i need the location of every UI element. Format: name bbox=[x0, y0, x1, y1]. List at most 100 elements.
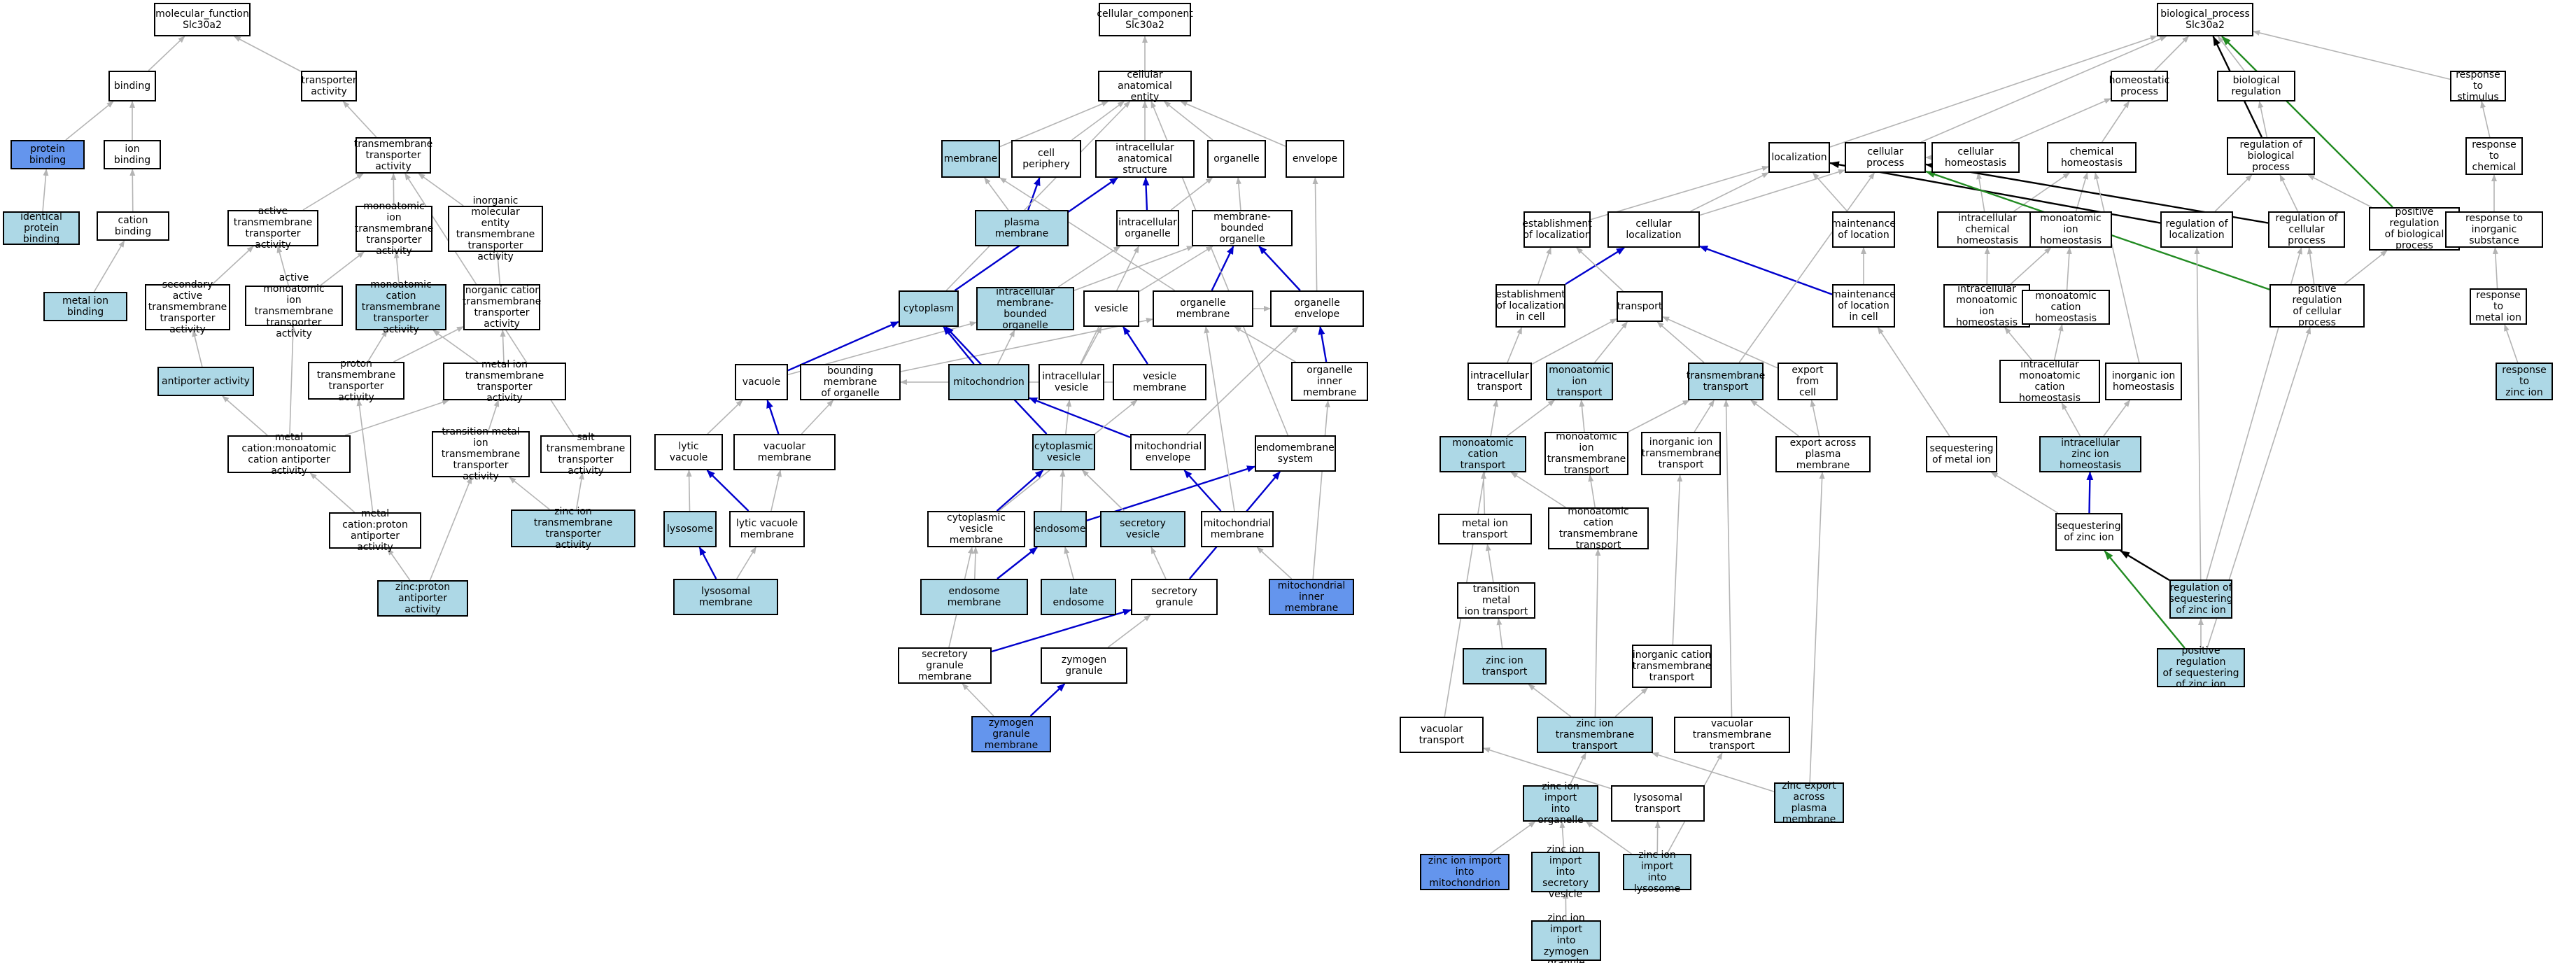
go-term-resp-inorg[interactable]: response to inorganic substance bbox=[2445, 211, 2543, 248]
go-term-bound-mem[interactable]: bounding membrane of organelle bbox=[800, 364, 901, 400]
go-term-mito-env[interactable]: mitochondrial envelope bbox=[1130, 434, 1206, 470]
go-term-lytic-vac-mem[interactable]: lytic vacuole membrane bbox=[729, 511, 805, 547]
go-term-resp-zinc[interactable]: response to zinc ion bbox=[2496, 363, 2553, 400]
go-term-plasma-mem[interactable]: plasma membrane bbox=[975, 210, 1069, 246]
go-term-mitochondrion[interactable]: mitochondrion bbox=[948, 364, 1029, 400]
go-term-secretory-gran[interactable]: secretory granule bbox=[1131, 579, 1218, 615]
go-term-monoat-ion-transp[interactable]: monoatomic ion transport bbox=[1546, 363, 1613, 400]
go-term-intra-vesicle[interactable]: intracellular vesicle bbox=[1039, 364, 1104, 400]
go-term-cell-loc[interactable]: cellular localization bbox=[1607, 211, 1700, 248]
go-term-lyso-transport[interactable]: lysosomal transport bbox=[1611, 785, 1705, 822]
go-term-monoat-cat-homeo[interactable]: monoatomic cation homeostasis bbox=[2022, 290, 2110, 325]
go-term-zinc-import-zym[interactable]: zinc ion import into zymogen granule bbox=[1531, 913, 1601, 963]
go-term-vesicle[interactable]: vesicle bbox=[1083, 290, 1139, 327]
go-term-zinc-tm-transport[interactable]: zinc ion transmembrane transport bbox=[1537, 717, 1653, 753]
go-term-secretory-ves[interactable]: secretory vesicle bbox=[1100, 511, 1185, 547]
go-term-export-cell[interactable]: export from cell bbox=[1778, 363, 1838, 400]
go-term-prot-bind[interactable]: protein binding bbox=[10, 140, 85, 169]
go-term-intra-zinc-homeo[interactable]: intracellular zinc ion homeostasis bbox=[2039, 436, 2141, 472]
go-term-endosome-mem[interactable]: endosome membrane bbox=[920, 579, 1028, 615]
go-term-zinc-import-lyso[interactable]: zinc ion import into lysosome bbox=[1623, 850, 1691, 894]
go-term-cae[interactable]: cellular anatomical entity bbox=[1098, 69, 1192, 103]
go-term-endomem[interactable]: endomembrane system bbox=[1255, 435, 1336, 472]
go-term-cell-periph[interactable]: cell periphery bbox=[1011, 140, 1081, 178]
go-term-maint-loc-cell[interactable]: maintenance of location in cell bbox=[1831, 284, 1896, 328]
go-term-zinc-export-pm[interactable]: zinc export across plasma membrane bbox=[1774, 780, 1844, 825]
go-term-org-mem[interactable]: organelle membrane bbox=[1153, 290, 1253, 327]
go-term-salt-tm[interactable]: salt transmembrane transporter activity bbox=[540, 432, 631, 477]
go-term-trans-metal-transp[interactable]: transition metal ion transport bbox=[1457, 582, 1535, 619]
go-term-inorg-ion-tm-transp[interactable]: inorganic ion transmembrane transport bbox=[1641, 432, 1721, 475]
go-term-zinc-proton[interactable]: zinc:proton antiporter activity bbox=[377, 580, 468, 617]
go-term-membrane[interactable]: membrane bbox=[941, 140, 1000, 178]
go-term-ion-bind[interactable]: ion binding bbox=[104, 140, 161, 169]
go-term-zinc-transp[interactable]: zinc ion transport bbox=[1463, 648, 1547, 684]
go-term-zinc-tm-act[interactable]: zinc ion transmembrane transporter activ… bbox=[511, 506, 635, 551]
go-term-monoat-cat-transp[interactable]: monoatomic cation transport bbox=[1440, 436, 1526, 472]
go-term-est-loc[interactable]: establishment of localization bbox=[1522, 211, 1592, 248]
go-term-resp-metal[interactable]: response to metal ion bbox=[2470, 288, 2527, 325]
go-term-monoat-homeo[interactable]: monoatomic ion homeostasis bbox=[2029, 211, 2112, 248]
go-term-trans-metal-tm[interactable]: transition metal ion transmembrane trans… bbox=[432, 426, 530, 482]
go-term-pos-reg-bio[interactable]: positive regulation of biological proces… bbox=[2369, 206, 2460, 251]
go-term-resp-stim[interactable]: response to stimulus bbox=[2450, 69, 2506, 103]
go-term-intra-mem-org[interactable]: intracellular membrane-bounded organelle bbox=[976, 286, 1074, 331]
go-term-lyso-mem[interactable]: lysosomal membrane bbox=[673, 579, 778, 615]
go-term-export-pm[interactable]: export across plasma membrane bbox=[1775, 436, 1871, 472]
go-term-intra-chem-homeo[interactable]: intracellular chemical homeostasis bbox=[1937, 211, 2038, 248]
go-term-mf[interactable]: molecular_function Slc30a2 bbox=[154, 3, 251, 36]
go-term-proton-tm[interactable]: proton transmembrane transporter activit… bbox=[308, 358, 404, 403]
go-term-zinc-import-sec[interactable]: zinc ion import into secretory vesicle bbox=[1531, 844, 1600, 900]
go-term-metal-cat-monoat[interactable]: metal cation:monoatomic cation antiporte… bbox=[227, 432, 351, 477]
go-term-inorg-mol[interactable]: inorganic molecular entity transmembrane… bbox=[448, 195, 543, 262]
go-term-vac-transport[interactable]: vacuolar transport bbox=[1400, 717, 1484, 753]
go-term-maint-loc[interactable]: maintenance of location bbox=[1831, 211, 1896, 248]
go-term-metal-ion-tm[interactable]: metal ion transmembrane transporter acti… bbox=[443, 359, 566, 404]
go-term-cytoplasm[interactable]: cytoplasm bbox=[899, 290, 959, 327]
go-term-intra-transport[interactable]: intracellular transport bbox=[1468, 363, 1532, 400]
go-term-ident-prot[interactable]: identical protein binding bbox=[3, 211, 80, 245]
go-term-monoat-cation-tm[interactable]: monoatomic cation transmembrane transpor… bbox=[356, 279, 446, 335]
go-term-lytic-vac[interactable]: lytic vacuole bbox=[654, 434, 723, 470]
go-term-lysosome[interactable]: lysosome bbox=[663, 511, 717, 547]
go-term-metal-ion-transp[interactable]: metal ion transport bbox=[1438, 514, 1532, 544]
go-term-mito-inner[interactable]: mitochondrial inner membrane bbox=[1269, 579, 1354, 615]
go-term-organelle[interactable]: organelle bbox=[1207, 140, 1266, 178]
go-term-bio-reg[interactable]: biological regulation bbox=[2217, 71, 2295, 101]
go-term-endosome[interactable]: endosome bbox=[1034, 511, 1087, 547]
go-term-resp-chem[interactable]: response to chemical bbox=[2465, 137, 2523, 175]
go-term-cation-bind[interactable]: cation binding bbox=[97, 211, 169, 241]
go-term-inorg-cat-tm-transp[interactable]: inorganic cation transmembrane transport bbox=[1632, 645, 1712, 688]
go-term-metal-ion-bind[interactable]: metal ion binding bbox=[43, 292, 127, 321]
go-term-org-inner-mem[interactable]: organelle inner membrane bbox=[1291, 362, 1368, 401]
go-term-metal-cat-proton[interactable]: metal cation:proton antiporter activity bbox=[329, 508, 421, 553]
go-term-monoat-ion-tm[interactable]: monoatomic ion transmembrane transporter… bbox=[354, 201, 434, 257]
go-term-reg-loc[interactable]: regulation of localization bbox=[2160, 211, 2233, 248]
go-term-inorg-homeo[interactable]: inorganic ion homeostasis bbox=[2105, 363, 2182, 400]
go-term-transp-act[interactable]: transporter activity bbox=[301, 71, 357, 101]
go-term-mito-mem[interactable]: mitochondrial membrane bbox=[1201, 511, 1274, 547]
go-term-inorg-cation-tm[interactable]: inorganic cation transmembrane transport… bbox=[462, 284, 542, 330]
go-term-transport[interactable]: transport bbox=[1617, 291, 1663, 322]
go-term-envelope[interactable]: envelope bbox=[1286, 140, 1344, 178]
go-term-cell-proc[interactable]: cellular process bbox=[1845, 142, 1926, 173]
go-term-reg-seq-zinc[interactable]: regulation of sequestering of zinc ion bbox=[2169, 579, 2233, 619]
go-term-intra-monoat-cat[interactable]: intracellular monoatomic cation homeosta… bbox=[1999, 359, 2100, 404]
go-term-vac-tm-transport[interactable]: vacuolar transmembrane transport bbox=[1674, 717, 1790, 753]
go-term-zinc-import-mito[interactable]: zinc ion import into mitochondrion bbox=[1420, 854, 1509, 890]
go-term-bp[interactable]: biological_process Slc30a2 bbox=[2157, 3, 2253, 36]
go-term-tm-transp[interactable]: transmembrane transporter activity bbox=[353, 137, 433, 174]
go-term-monoat-cat-tm-transp[interactable]: monoatomic cation transmembrane transpor… bbox=[1548, 506, 1649, 551]
go-term-binding[interactable]: binding bbox=[108, 71, 156, 101]
go-term-antiporter[interactable]: antiporter activity bbox=[157, 367, 254, 396]
go-term-reg-bio[interactable]: regulation of biological process bbox=[2227, 137, 2315, 175]
go-term-pos-reg-cell[interactable]: positive regulation of cellular process bbox=[2269, 283, 2365, 328]
go-term-monoat-ion-tm-transp[interactable]: monoatomic ion transmembrane transport bbox=[1544, 431, 1628, 476]
go-term-vesicle-mem[interactable]: vesicle membrane bbox=[1113, 364, 1206, 400]
go-term-cyto-vesicle[interactable]: cytoplasmic vesicle bbox=[1032, 434, 1095, 470]
go-term-chem-homeo[interactable]: chemical homeostasis bbox=[2047, 142, 2137, 173]
go-term-sec-gran-mem[interactable]: secretory granule membrane bbox=[898, 647, 992, 684]
go-term-reg-cell[interactable]: regulation of cellular process bbox=[2268, 211, 2345, 248]
go-term-cyto-ves-mem[interactable]: cytoplasmic vesicle membrane bbox=[927, 511, 1025, 547]
go-term-org-env[interactable]: organelle envelope bbox=[1270, 290, 1364, 327]
